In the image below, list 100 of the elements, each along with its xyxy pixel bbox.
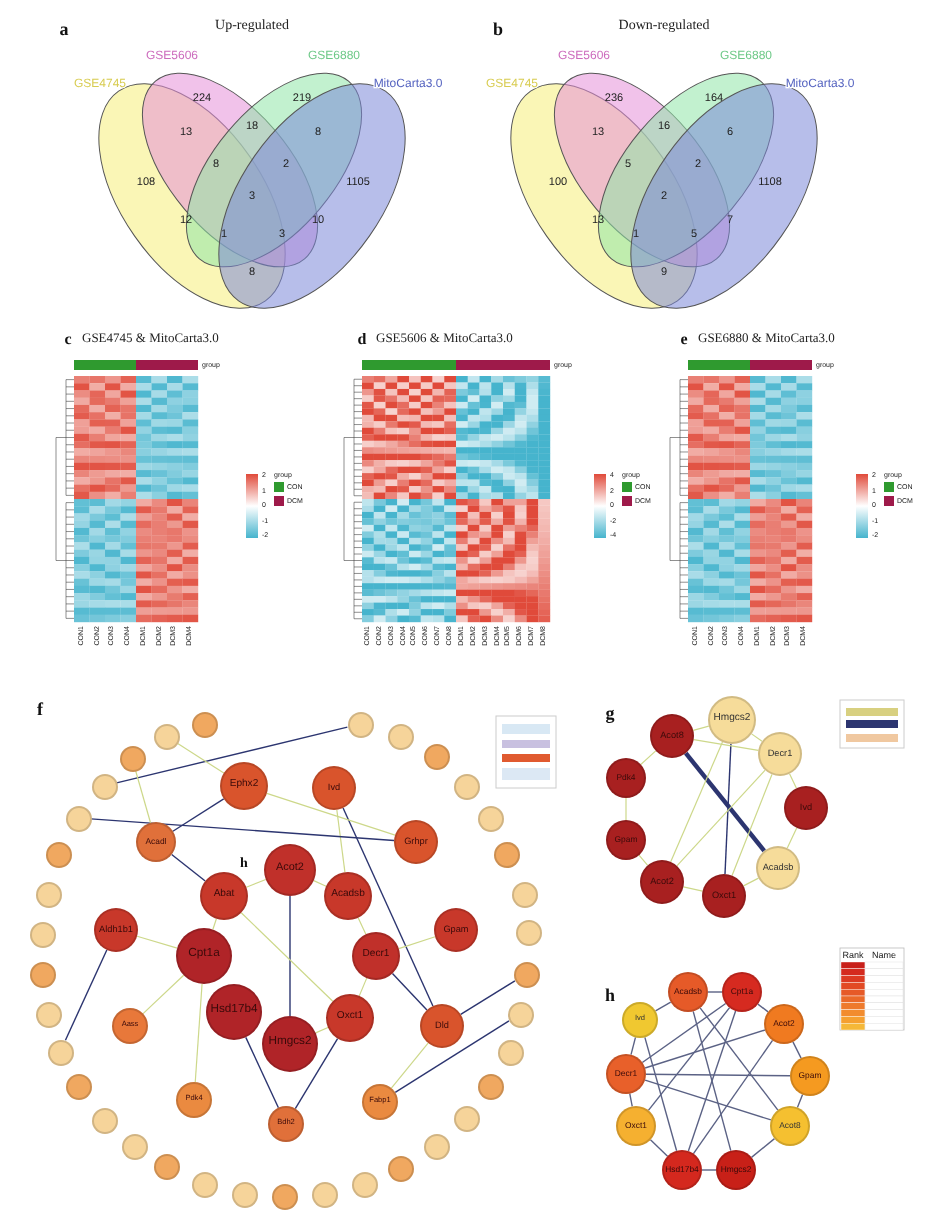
edge-line (394, 1020, 510, 1094)
gene-node (153, 723, 179, 749)
edge-line (142, 974, 185, 1015)
edge-line (266, 792, 396, 836)
edge-line (289, 895, 291, 1017)
edge-line (245, 1036, 280, 1109)
gene-node (119, 745, 145, 771)
edge-line (136, 935, 178, 949)
edge-line (693, 739, 759, 751)
edge-line (750, 1137, 776, 1159)
panel-letter: d (357, 332, 367, 348)
gene-node (91, 1107, 117, 1133)
edge-line (670, 741, 724, 863)
gene-node (511, 881, 537, 907)
edge-line (699, 1007, 779, 1111)
panel-letter: c (64, 332, 72, 348)
edge-line (630, 1036, 637, 1056)
gene-node (29, 961, 55, 987)
edge-line (692, 1039, 774, 1155)
gene-node (191, 1171, 217, 1197)
gene-node (351, 1171, 377, 1197)
gene-node (477, 805, 503, 831)
edge-line (240, 912, 334, 1002)
gene-node (311, 1181, 337, 1207)
gene-node (513, 961, 539, 987)
edge-line (682, 886, 704, 892)
edge-line (644, 1029, 766, 1069)
gene-node (477, 1073, 503, 1099)
edge-line (294, 1037, 339, 1110)
gene-node (153, 1153, 179, 1179)
gene-node (423, 1133, 449, 1159)
edge-line (391, 972, 428, 1011)
edge-line (172, 798, 225, 832)
edge-line (640, 750, 657, 766)
edge-line (315, 1026, 329, 1034)
panel-letter: a (59, 21, 69, 39)
gene-node (45, 841, 71, 867)
edge-line (115, 726, 349, 784)
gene-node (453, 773, 479, 799)
gene-node (35, 1001, 61, 1027)
edge-line (90, 818, 395, 842)
edge-line (751, 733, 763, 742)
gene-node (507, 1001, 533, 1027)
edge-line (134, 769, 152, 824)
gene-node (387, 1155, 413, 1181)
edge-line (701, 1169, 717, 1171)
edge-line (212, 918, 217, 931)
gene-node (497, 1039, 523, 1065)
gene-node (91, 773, 117, 799)
edge-line (641, 1002, 727, 1064)
edge-line (336, 809, 346, 873)
gene-node (231, 1181, 257, 1207)
edge-line (460, 980, 516, 1016)
edge-line (724, 743, 732, 875)
gene-node (191, 711, 217, 737)
gene-node (347, 711, 373, 737)
edge-line (654, 1001, 672, 1012)
edge-line (647, 1007, 731, 1111)
edge-line (638, 854, 649, 866)
edge-line (64, 949, 108, 1041)
edge-line (684, 751, 766, 853)
edge-line (625, 797, 627, 821)
edge-line (792, 1041, 802, 1059)
gene-node (121, 1133, 147, 1159)
edge-line (796, 1093, 804, 1109)
edge-line (649, 1139, 669, 1157)
edge-line (357, 917, 367, 935)
edge-line (786, 827, 798, 849)
edge-line (645, 1073, 791, 1077)
panel-letter: b (493, 21, 503, 39)
panel-letter: g (605, 705, 615, 723)
gene-node (47, 1039, 73, 1065)
edge-line (788, 773, 798, 789)
edge-line (245, 878, 267, 888)
edge-line (358, 977, 368, 997)
gene-node (515, 919, 541, 945)
panel-letter: e (680, 332, 688, 348)
edge-line (342, 807, 434, 1007)
gene-node (387, 723, 413, 749)
edge-line (176, 742, 225, 774)
gene-node (29, 921, 55, 947)
edge-line (313, 880, 327, 887)
gene-node (65, 1073, 91, 1099)
edge-line (194, 983, 203, 1083)
edge-line (398, 936, 436, 950)
edge-line (644, 1036, 678, 1152)
gene-node (271, 1183, 297, 1209)
edge-line (170, 853, 206, 882)
edge-line (731, 773, 773, 877)
edge-line (757, 1003, 769, 1013)
edge-line (644, 1079, 772, 1121)
panel-letter: h (605, 987, 615, 1005)
panel-letter: f (37, 701, 43, 719)
edge-line (742, 877, 760, 887)
edge-line (390, 1042, 429, 1089)
gene-node (423, 743, 449, 769)
edge-line (692, 725, 710, 731)
edge-line (676, 769, 766, 867)
edge-line (707, 991, 723, 993)
gene-node (35, 881, 61, 907)
